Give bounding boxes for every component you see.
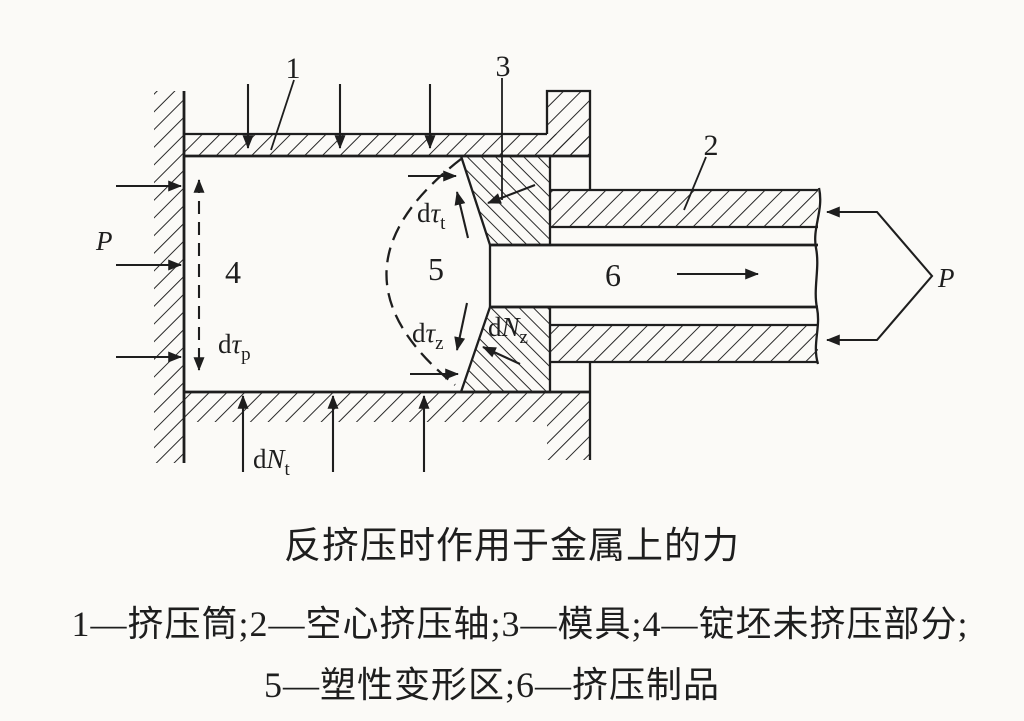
container-top-block-outline (545, 89, 592, 190)
extrusion-container (184, 89, 592, 460)
part-label-shaft: 2 (704, 129, 719, 162)
die-shear-arrow-top (454, 191, 470, 239)
plastic-zone-arc (385, 158, 462, 386)
force-label-dtau-z: dτz (412, 318, 444, 354)
leader-line-2 (683, 156, 707, 211)
shaft-bottom-wall-hatch (551, 325, 818, 362)
container-bottom-block-hatch (547, 392, 590, 460)
force-label-dn-z: dNz (488, 312, 528, 348)
legend-line-2: 5—塑性变形区;6—挤压制品 (264, 665, 720, 705)
die-shear-arrow-bottom (454, 302, 469, 351)
figure-title: 反挤压时作用于金属上的力 (284, 525, 740, 567)
region-label-billet: 4 (225, 254, 241, 290)
container-top-wall-hatch (184, 134, 590, 156)
product-channel (488, 243, 818, 309)
container-top-block-hatch (547, 91, 590, 156)
part-label-die: 3 (496, 50, 511, 83)
shaft-break-line (814, 187, 822, 365)
force-label-p-left: P (95, 226, 113, 256)
force-label-dtau-p: dτp (218, 329, 251, 365)
force-symbol-labels: P P dτt dτp dτz dNz dNt (95, 198, 955, 480)
region-label-product: 6 (605, 257, 621, 293)
die-normal-arrow-bottom (482, 346, 521, 365)
container-bottom-wall-hatch (184, 392, 547, 422)
force-arrows (116, 84, 934, 472)
right-pressure-chevron (826, 206, 934, 346)
die-normal-arrow-top (487, 184, 536, 204)
force-label-dtau-t: dτt (417, 198, 446, 234)
force-label-p-right: P (937, 263, 955, 293)
region-label-plastic-zone: 5 (428, 251, 444, 287)
legend-line-1: 1—挤压筒;2—空心挤压轴;3—模具;4—锭坯未挤压部分; (71, 604, 968, 644)
punch-hatch (154, 91, 184, 463)
leader-line-1 (270, 79, 295, 151)
figure-caption: 反挤压时作用于金属上的力 1—挤压筒;2—空心挤压轴;3—模具;4—锭坯未挤压部… (71, 525, 968, 705)
part-label-container: 1 (286, 52, 301, 85)
force-label-dn-t: dNt (253, 444, 291, 480)
part-labels: 1 3 2 4 5 6 (225, 50, 719, 293)
plastic-zone-boundary (385, 158, 462, 386)
punch-ram (154, 91, 186, 463)
